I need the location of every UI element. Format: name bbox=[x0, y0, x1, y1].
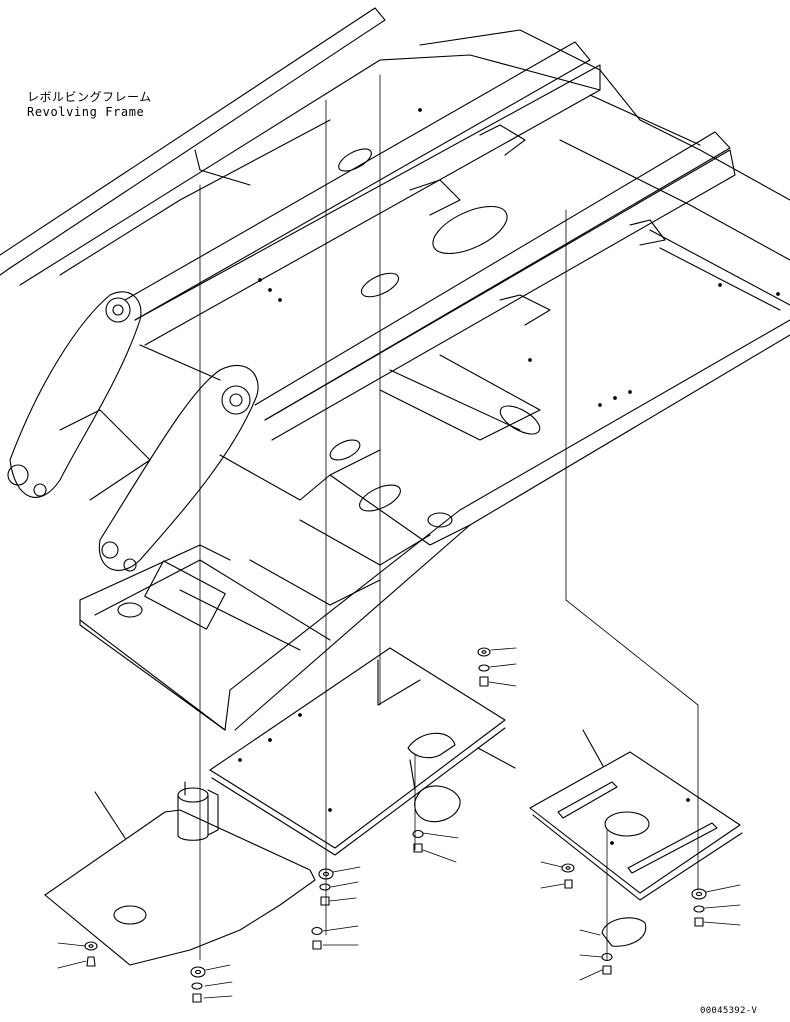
drawing-code: 00045392-V bbox=[700, 1006, 758, 1016]
left-under-cover bbox=[44, 781, 316, 966]
leader-lines bbox=[57, 647, 741, 999]
diagram-title-japanese: レボルビングフレーム bbox=[27, 90, 152, 104]
assembly-lines bbox=[199, 74, 699, 961]
revolving-frame bbox=[0, 7, 790, 731]
right-under-cover bbox=[529, 729, 743, 947]
diagram-title-english: Revolving Frame bbox=[27, 105, 145, 119]
center-under-cover bbox=[209, 647, 516, 856]
